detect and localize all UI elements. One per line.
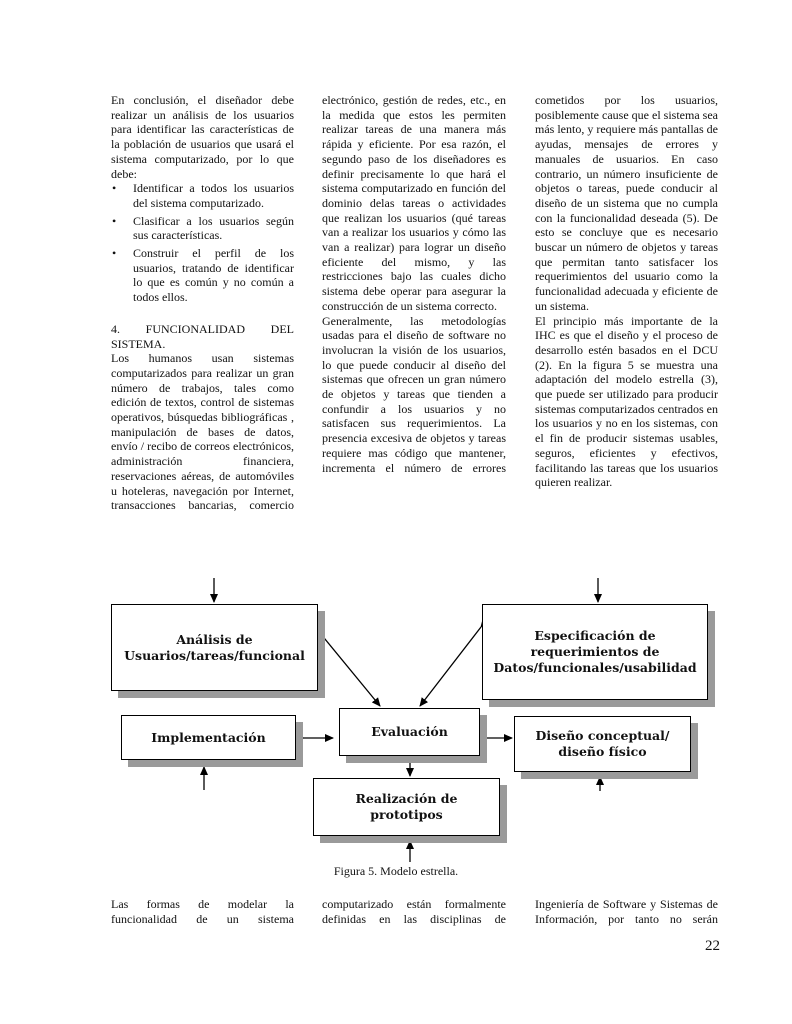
bullet-text: Construir el perfil de los usuarios, tra… — [133, 246, 294, 305]
analysis-box: Análisis de Usuarios/tareas/funcional — [111, 604, 318, 691]
design-label-line1: Diseño conceptual/ — [535, 728, 670, 743]
page-number: 22 — [705, 938, 720, 954]
bullet-text: Clasificar a los usuarios según sus cara… — [133, 213, 294, 243]
bullet-item: • Clasificar a los usuarios según sus car… — [111, 214, 294, 243]
text-column-1: En conclusión, el diseñador debe realiza… — [111, 93, 294, 513]
bullet-icon: • — [112, 246, 117, 261]
section-heading: 4. FUNCIONALIDAD DEL — [111, 322, 294, 337]
figure-caption: Figura 5. Modelo estrella. — [333, 864, 459, 878]
body-paragraph: cometidos por los usuarios, posiblemente… — [535, 93, 718, 313]
body-paragraph: Generalmente, las metodologías usadas pa… — [322, 313, 506, 475]
bullet-text: Identificar a todos los usuarios del sis… — [133, 181, 294, 210]
spec-label-line2: requerimientos de — [530, 644, 660, 659]
prototype-label-line2: prototipos — [370, 807, 443, 822]
body-paragraph: electrónico, gestión de redes, etc., en … — [322, 93, 506, 313]
bullet-list: • Identificar a todos los usuarios del si… — [111, 181, 294, 305]
evaluation-label: Evaluación — [371, 724, 448, 739]
section-heading-continuation: SISTEMA. — [111, 336, 166, 351]
bullet-icon: • — [112, 213, 117, 228]
bullet-item: • Construir el perfil de los usuarios, tr… — [111, 246, 294, 305]
text-column-3: cometidos por los usuarios, posiblemente… — [535, 93, 718, 490]
arrow-analysis-evaluation — [311, 624, 381, 707]
bottom-text-column-2: computarizado están formalmente definida… — [322, 897, 506, 926]
design-box: Diseño conceptual/ diseño físico — [514, 716, 691, 772]
intro-paragraph: En conclusión, el diseñador debe realiza… — [111, 93, 294, 181]
spec-label-line1: Especificación de — [534, 628, 656, 643]
bottom-text-column-3: Ingeniería de Software y Sistemas de Inf… — [535, 897, 718, 926]
arrow-spec-evaluation — [419, 618, 490, 707]
analysis-label-line1: Análisis de — [176, 631, 253, 647]
bullet-item: • Identificar a todos los usuarios del si… — [111, 181, 294, 210]
design-label-line2: diseño físico — [558, 744, 647, 759]
requirements-spec-box: Especificación de requerimientos de Dato… — [482, 604, 708, 700]
evaluation-box: Evaluación — [339, 708, 480, 756]
body-paragraph: Los humanos usan sistemas computarizados… — [111, 351, 294, 513]
text-column-2: electrónico, gestión de redes, etc., en … — [322, 93, 506, 475]
spec-label-line3: Datos/funcionales/usabilidad — [493, 660, 697, 675]
bottom-text-column-1: Las formas de modelar la funcionalidad d… — [111, 897, 294, 926]
analysis-label-line2: Usuarios/tareas/funcional — [124, 647, 305, 663]
section-heading-word: FUNCIONALIDAD — [145, 321, 245, 336]
section-heading-word: DEL — [270, 321, 294, 336]
section-number: 4. — [111, 321, 120, 336]
implementation-label: Implementación — [151, 729, 266, 745]
prototype-label-line1: Realización de — [355, 791, 458, 806]
body-paragraph: El principio más importante de la IHC es… — [535, 313, 718, 490]
prototype-box: Realización de prototipos — [313, 778, 500, 836]
implementation-box: Implementación — [121, 715, 296, 760]
bullet-icon: • — [112, 181, 117, 196]
